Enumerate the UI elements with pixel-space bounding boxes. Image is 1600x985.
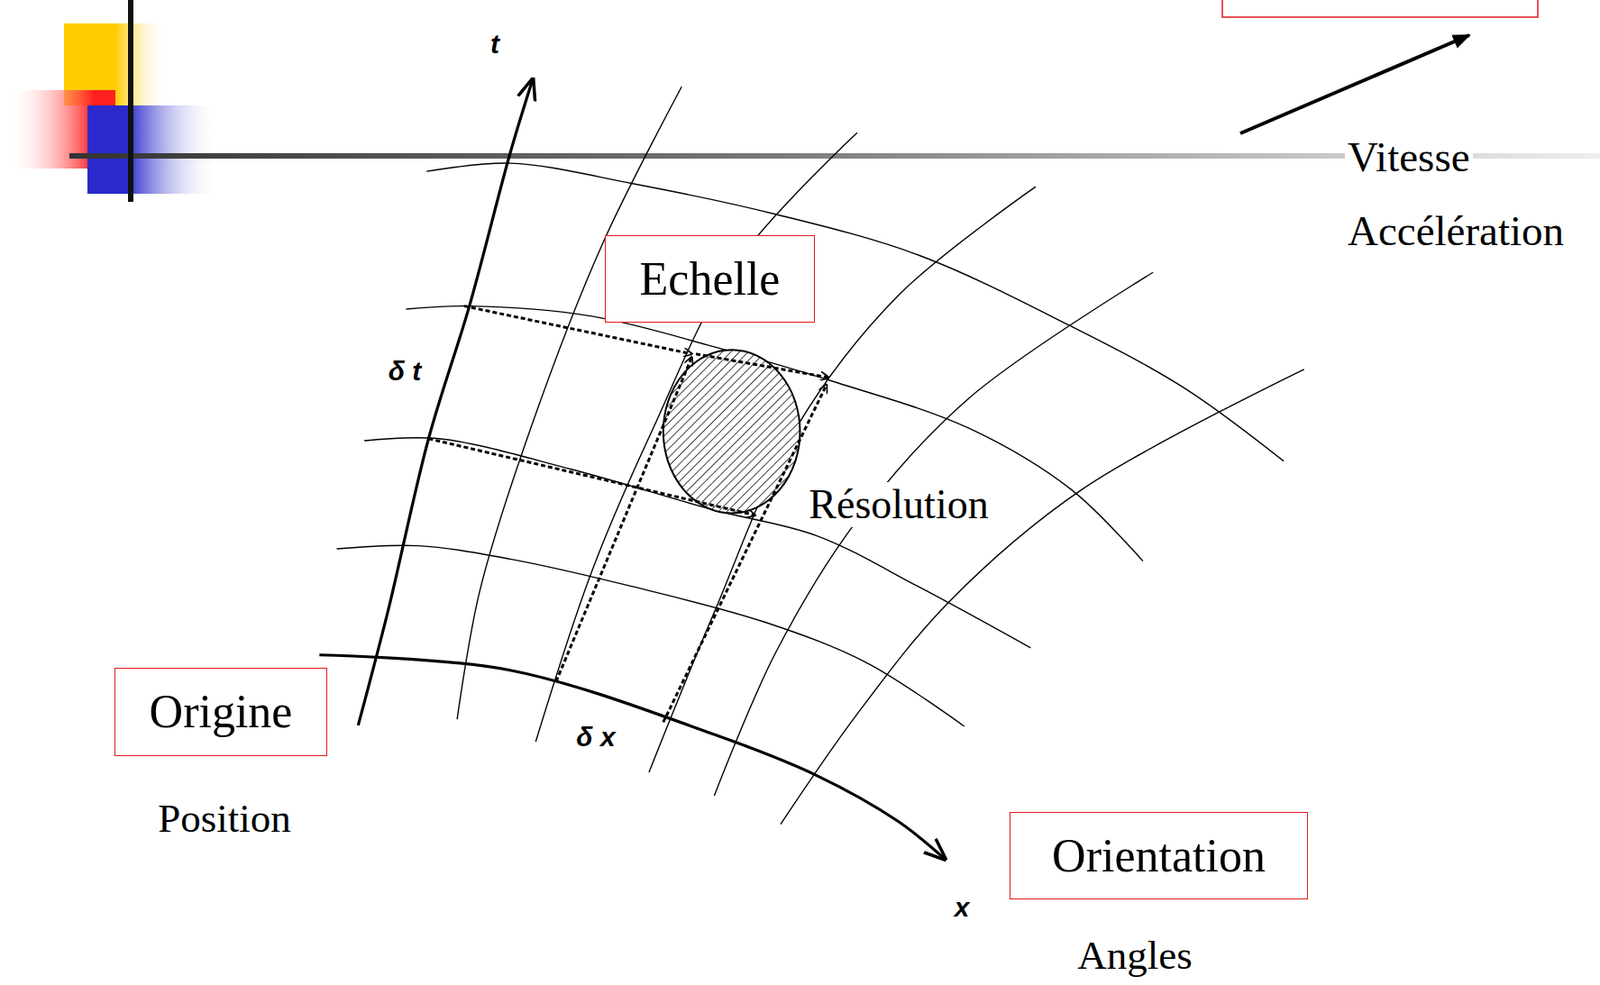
box-subtitle: Position (157, 796, 292, 842)
diagram-label: x (951, 892, 973, 923)
slide-decoration (8, 0, 1600, 202)
increment-arrow (556, 356, 693, 682)
grid-line (337, 545, 965, 727)
grid-line (713, 272, 1153, 796)
diagram-label: Vitesse (1344, 134, 1473, 182)
grid-line (535, 132, 858, 742)
box-title: Origine (149, 688, 293, 736)
axis-line (357, 79, 533, 726)
increment-arrow (695, 354, 829, 378)
diagram-label: t (487, 28, 503, 59)
grid-line (406, 306, 1143, 562)
grid-line (780, 369, 1305, 825)
labelled-box: Origine (114, 667, 328, 757)
diagram-label: δ t (385, 356, 425, 386)
diagram-label: Résolution (805, 482, 991, 529)
grid-line (426, 163, 1284, 462)
increment-arrow (663, 384, 827, 723)
diagram-label: δ x (573, 722, 618, 752)
grid-line (457, 86, 682, 720)
box-subtitle: Angles (1077, 933, 1193, 979)
axis-line (319, 655, 945, 860)
labelled-box: Orientation (1009, 812, 1308, 900)
box-title: Echelle (640, 256, 781, 303)
cut-off-box (1222, 0, 1538, 18)
diagram-label: Accélération (1344, 208, 1567, 256)
labelled-box: Echelle (604, 235, 815, 323)
curvilinear-grid (319, 79, 1304, 860)
velocity-arrow (1240, 35, 1470, 134)
box-title: Orientation (1051, 832, 1266, 880)
increment-arrow (428, 438, 755, 516)
